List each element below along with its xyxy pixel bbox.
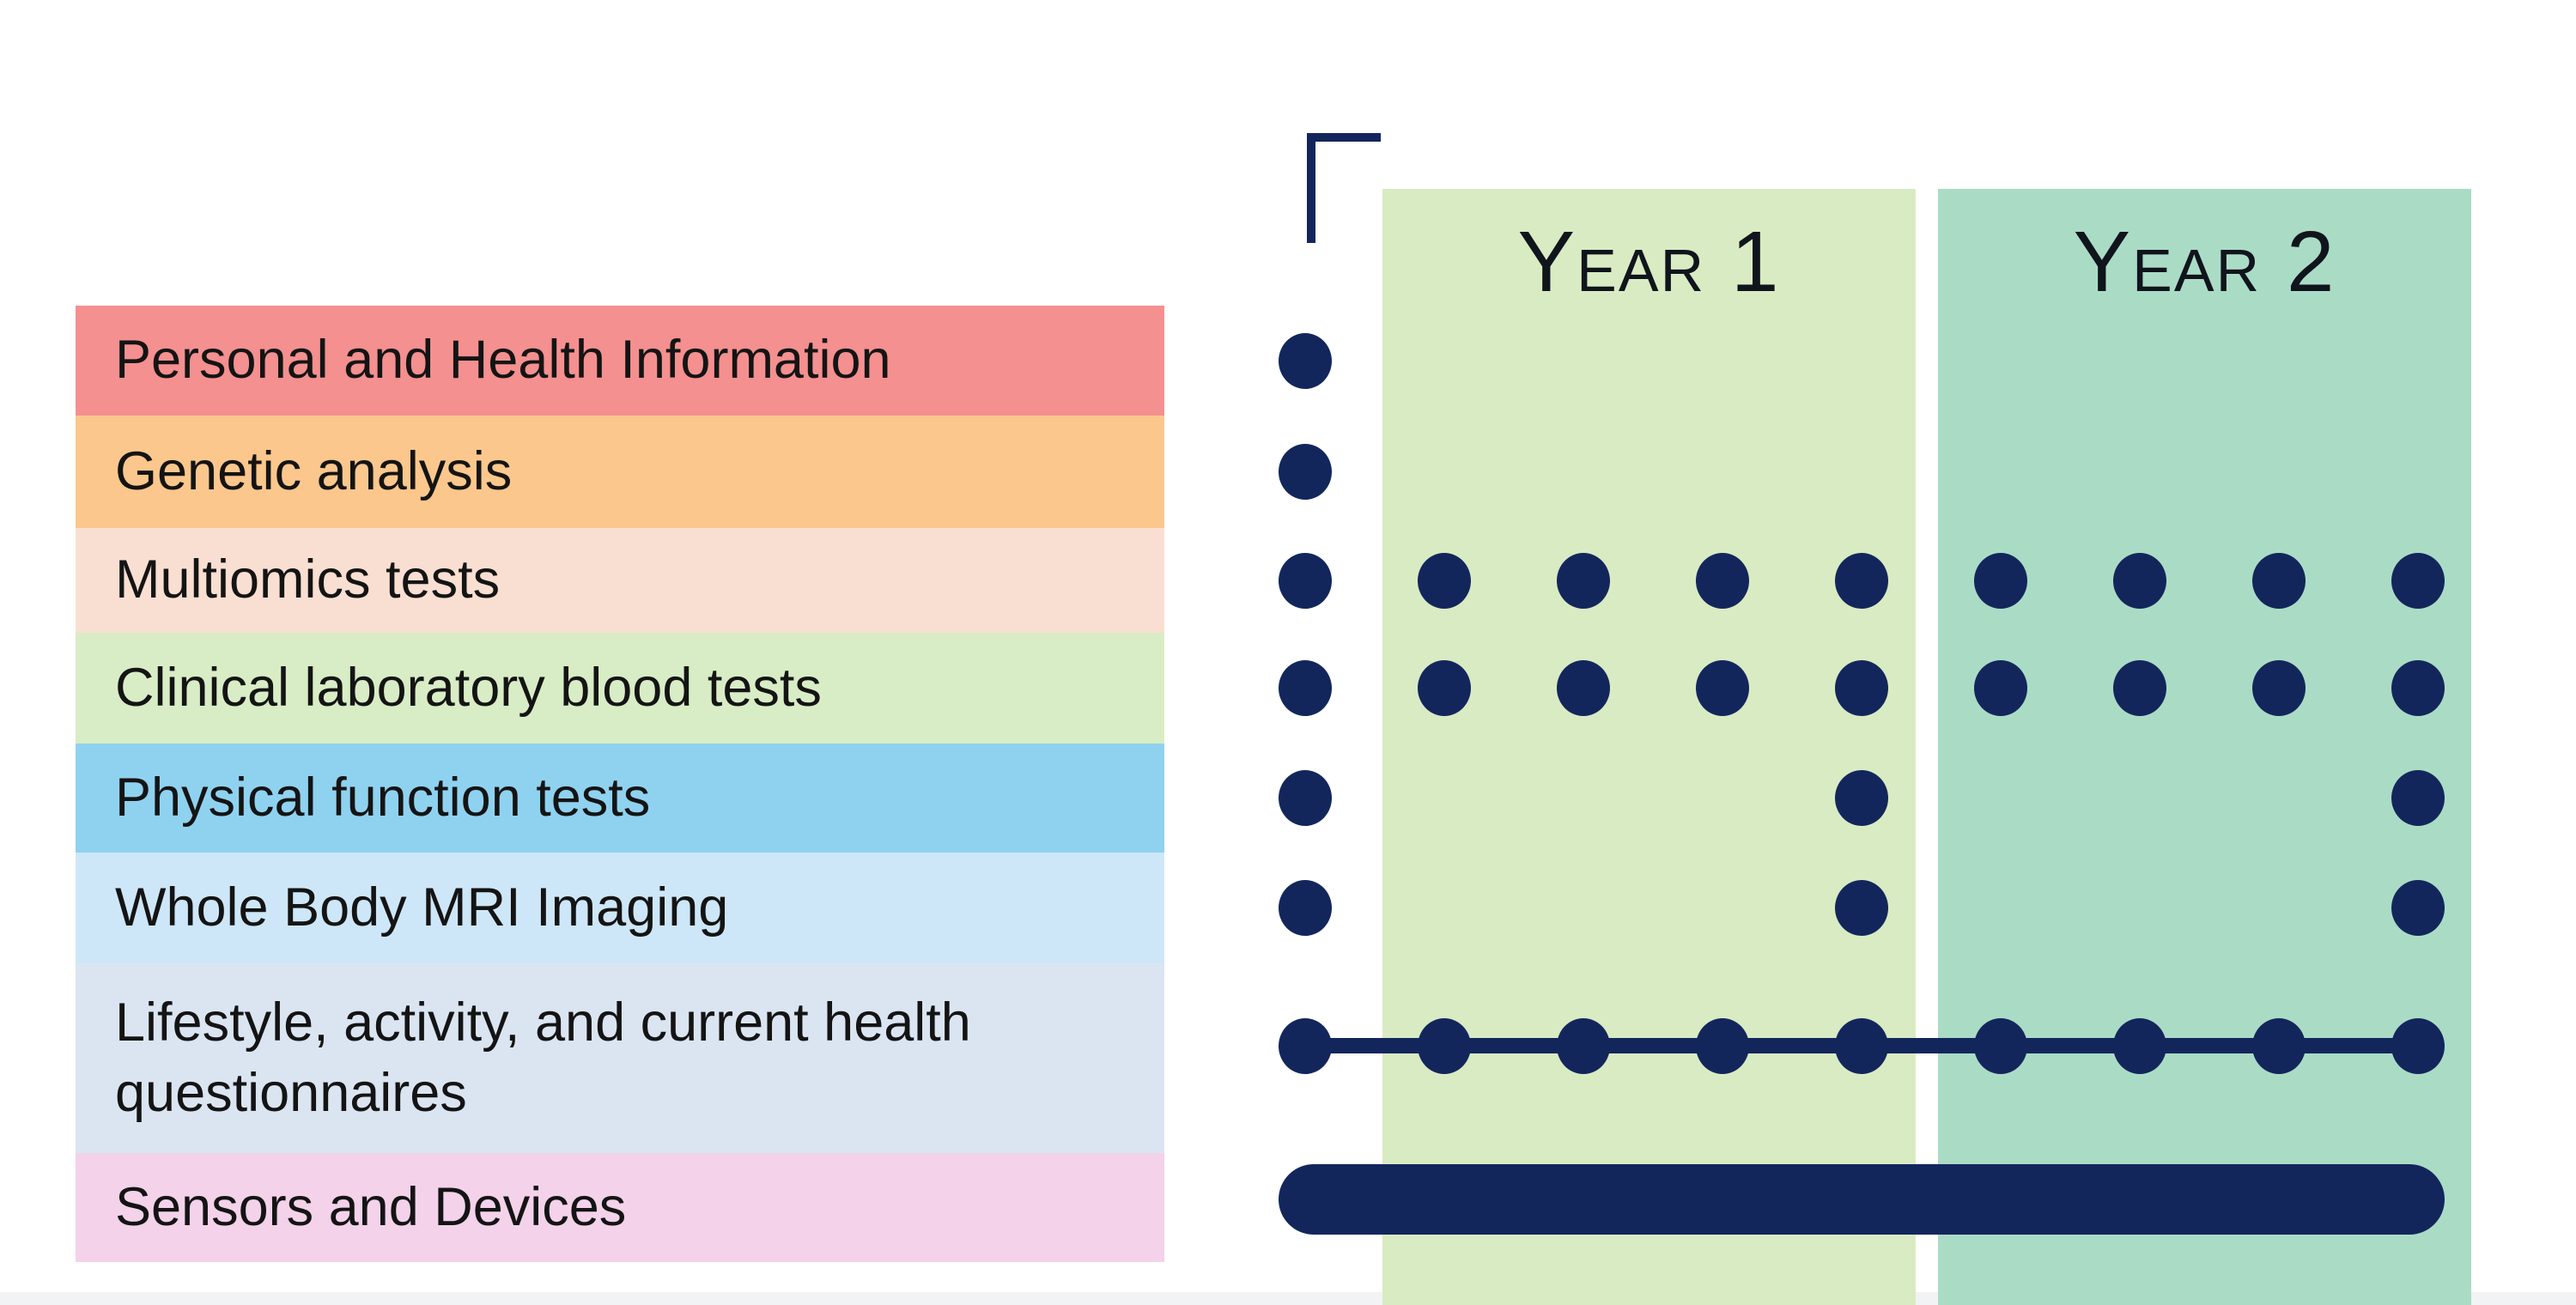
category-row-8: Sensors and Devices xyxy=(76,1153,1164,1262)
category-row-label: Whole Body MRI Imaging xyxy=(115,877,729,938)
timepoint-dot xyxy=(2391,1017,2445,1074)
category-row-label: Multiomics tests xyxy=(115,549,501,610)
timepoint-dot xyxy=(1557,552,1610,609)
timepoint-dot xyxy=(1279,332,1332,389)
timepoint-dot xyxy=(1974,1017,2027,1074)
timepoint-dot xyxy=(1418,1017,1471,1074)
category-row-7: Lifestyle, activity, and current health … xyxy=(76,963,1164,1153)
timepoint-dot xyxy=(1279,443,1332,500)
timepoint-dot xyxy=(2391,659,2445,716)
timepoint-dot xyxy=(1279,879,1332,936)
timepoint-dot xyxy=(2391,769,2445,826)
timepoint-dot xyxy=(2252,659,2306,716)
baseline-bracket xyxy=(1307,133,1381,243)
timepoint-dot xyxy=(1696,659,1749,716)
timepoint-dot xyxy=(1279,1017,1332,1074)
category-row-1: Personal and Health Information xyxy=(76,306,1164,416)
year-header-2: Year 2 xyxy=(2073,213,2336,310)
timepoint-dot xyxy=(2391,552,2445,609)
timepoint-dot xyxy=(2113,552,2166,609)
year-panel-2 xyxy=(1938,189,2471,1305)
timepoint-dot xyxy=(1835,659,1888,716)
timepoint-dot xyxy=(1418,552,1471,609)
timepoint-dot xyxy=(1835,879,1888,936)
timepoint-dot xyxy=(2113,1017,2166,1074)
category-row-3: Multiomics tests xyxy=(76,528,1164,633)
timepoint-dot xyxy=(1279,552,1332,609)
category-row-4: Clinical laboratory blood tests xyxy=(76,633,1164,744)
timepoint-dot xyxy=(1279,769,1332,826)
timepoint-dot xyxy=(2252,1017,2306,1074)
timepoint-dot xyxy=(2252,552,2306,609)
timepoint-dot xyxy=(1835,769,1888,826)
timepoint-dot xyxy=(1279,659,1332,716)
timepoint-dot xyxy=(2113,659,2166,716)
year-panel-1 xyxy=(1382,189,1916,1305)
timepoint-dot xyxy=(2391,879,2445,936)
category-row-label: Genetic analysis xyxy=(115,440,513,501)
timepoint-dot xyxy=(1557,659,1610,716)
category-row-label: Lifestyle, activity, and current health … xyxy=(115,992,971,1123)
category-row-2: Genetic analysis xyxy=(76,416,1164,528)
category-row-6: Whole Body MRI Imaging xyxy=(76,853,1164,963)
category-row-label: Personal and Health Information xyxy=(115,330,891,391)
category-row-label: Sensors and Devices xyxy=(115,1176,627,1237)
timepoint-dot xyxy=(1418,659,1471,716)
timepoint-dot xyxy=(1974,659,2027,716)
category-row-label: Physical function tests xyxy=(115,767,651,828)
sensors-continuous-bar xyxy=(1279,1164,2445,1235)
timepoint-dot xyxy=(1974,552,2027,609)
year-header-1: Year 1 xyxy=(1517,213,1781,310)
bottom-divider xyxy=(0,1292,2576,1305)
timepoint-dot xyxy=(1557,1017,1610,1074)
timepoint-dot xyxy=(1696,552,1749,609)
category-row-5: Physical function tests xyxy=(76,744,1164,853)
timepoint-dot xyxy=(1835,1017,1888,1074)
category-row-label: Clinical laboratory blood tests xyxy=(115,657,822,718)
timepoint-dot xyxy=(1835,552,1888,609)
timepoint-dot xyxy=(1696,1017,1749,1074)
